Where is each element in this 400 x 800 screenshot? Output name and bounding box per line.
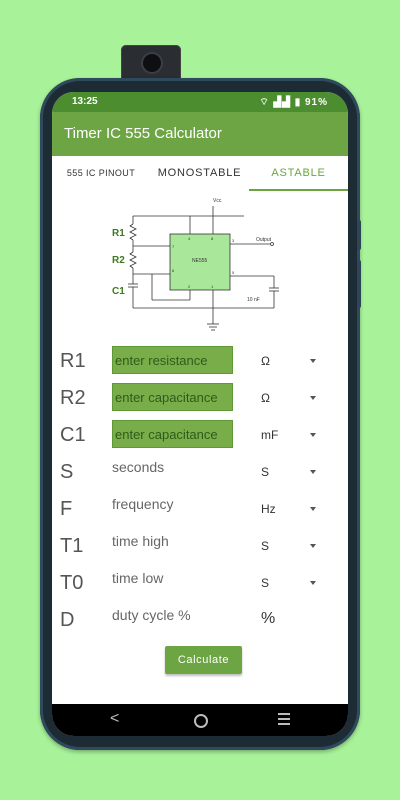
symbol-c1: C1 bbox=[60, 424, 86, 446]
pin-label: 6 bbox=[172, 268, 175, 273]
chevron-down-icon[interactable] bbox=[310, 396, 316, 400]
status-bar: 13:25 ⌔ ▟▟ ▮ 91% bbox=[52, 92, 348, 112]
pin-label: 7 bbox=[172, 244, 175, 249]
screen: 13:25 ⌔ ▟▟ ▮ 91% Timer IC 555 Calculator… bbox=[52, 92, 348, 736]
tab-pinout[interactable]: 555 IC PINOUT bbox=[66, 168, 136, 178]
signal-icon: ▟▟ bbox=[273, 97, 291, 108]
unit-d: % bbox=[261, 610, 276, 627]
battery-icon: ▮ bbox=[294, 97, 302, 108]
tab-bar: 555 IC PINOUT MONOSTABLE ASTABLE bbox=[52, 156, 348, 191]
row-c1: C1 enter capacitance mF bbox=[52, 420, 348, 450]
time-high-output: time high bbox=[112, 533, 169, 549]
unit-t0[interactable]: S bbox=[261, 576, 270, 590]
status-time: 13:25 bbox=[72, 96, 98, 107]
chip-label: NE555 bbox=[192, 258, 208, 264]
row-r2: R2 enter capacitance Ω bbox=[52, 383, 348, 413]
pin-label: 1 bbox=[211, 284, 214, 289]
chevron-down-icon[interactable] bbox=[310, 581, 316, 585]
pin-label: 8 bbox=[211, 236, 214, 241]
circuit-diagram: Vcc NE555 Output 10 nF 4 8 7 3 6 5 2 1 R… bbox=[112, 198, 279, 331]
chevron-down-icon[interactable] bbox=[310, 544, 316, 548]
resistance-r1-input[interactable]: enter resistance bbox=[112, 346, 233, 374]
symbol-d: D bbox=[60, 609, 75, 631]
vcc-label: Vcc bbox=[213, 198, 222, 204]
app-bar: Timer IC 555 Calculator bbox=[52, 112, 348, 156]
menu-icon[interactable] bbox=[278, 713, 290, 728]
row-s: S seconds S bbox=[52, 457, 348, 487]
frequency-output: frequency bbox=[112, 496, 174, 512]
symbol-s: S bbox=[60, 461, 74, 483]
power-button bbox=[357, 260, 361, 308]
row-f: F frequency Hz bbox=[52, 494, 348, 524]
unit-c1[interactable]: mF bbox=[261, 428, 279, 442]
capacitance-c1-input[interactable]: enter capacitance bbox=[112, 420, 233, 448]
r1-diagram-label: R1 bbox=[112, 228, 125, 239]
chevron-down-icon[interactable] bbox=[310, 359, 316, 363]
pin-label: 3 bbox=[232, 238, 235, 243]
unit-s[interactable]: S bbox=[261, 465, 270, 479]
symbol-r2: R2 bbox=[60, 387, 86, 409]
symbol-t0: T0 bbox=[60, 572, 84, 594]
seconds-output: seconds bbox=[112, 459, 165, 475]
cap-label: 10 nF bbox=[247, 297, 260, 303]
output-label: Output bbox=[256, 237, 272, 243]
navigation-bar: < bbox=[52, 704, 348, 736]
pin-label: 5 bbox=[232, 270, 235, 275]
status-icons: ⌔ ▟▟ ▮ 91% bbox=[259, 96, 328, 109]
tab-indicator bbox=[249, 189, 348, 191]
unit-r1[interactable]: Ω bbox=[261, 354, 270, 368]
symbol-f: F bbox=[60, 498, 73, 520]
popup-camera bbox=[121, 45, 181, 83]
pin-label: 4 bbox=[188, 236, 191, 241]
unit-t1[interactable]: S bbox=[261, 539, 270, 553]
time-low-output: time low bbox=[112, 570, 164, 586]
c1-diagram-label: C1 bbox=[112, 286, 125, 297]
tab-monostable[interactable]: MONOSTABLE bbox=[157, 167, 242, 179]
duty-cycle-output: duty cycle % bbox=[112, 607, 191, 623]
chevron-down-icon[interactable] bbox=[310, 507, 316, 511]
pin-label: 2 bbox=[188, 284, 191, 289]
back-icon[interactable]: < bbox=[110, 710, 120, 727]
camera-lens-icon bbox=[143, 54, 161, 72]
symbol-r1: R1 bbox=[60, 350, 86, 372]
row-d: D duty cycle % % bbox=[52, 605, 348, 635]
app-title: Timer IC 555 Calculator bbox=[64, 125, 222, 142]
battery-level: 91% bbox=[304, 97, 328, 108]
home-icon[interactable] bbox=[194, 714, 208, 728]
row-r1: R1 enter resistance Ω bbox=[52, 346, 348, 376]
unit-r2[interactable]: Ω bbox=[261, 391, 270, 405]
tab-astable[interactable]: ASTABLE bbox=[271, 167, 326, 179]
chevron-down-icon[interactable] bbox=[310, 433, 316, 437]
unit-f[interactable]: Hz bbox=[261, 502, 276, 516]
volume-button bbox=[357, 220, 361, 250]
row-t0: T0 time low S bbox=[52, 568, 348, 598]
r2-diagram-label: R2 bbox=[112, 255, 125, 266]
symbol-t1: T1 bbox=[60, 535, 84, 557]
resistance-r2-input[interactable]: enter capacitance bbox=[112, 383, 233, 411]
calculate-button[interactable]: Calculate bbox=[165, 646, 242, 674]
chevron-down-icon[interactable] bbox=[310, 470, 316, 474]
wifi-icon: ⌔ bbox=[259, 97, 270, 108]
row-t1: T1 time high S bbox=[52, 531, 348, 561]
